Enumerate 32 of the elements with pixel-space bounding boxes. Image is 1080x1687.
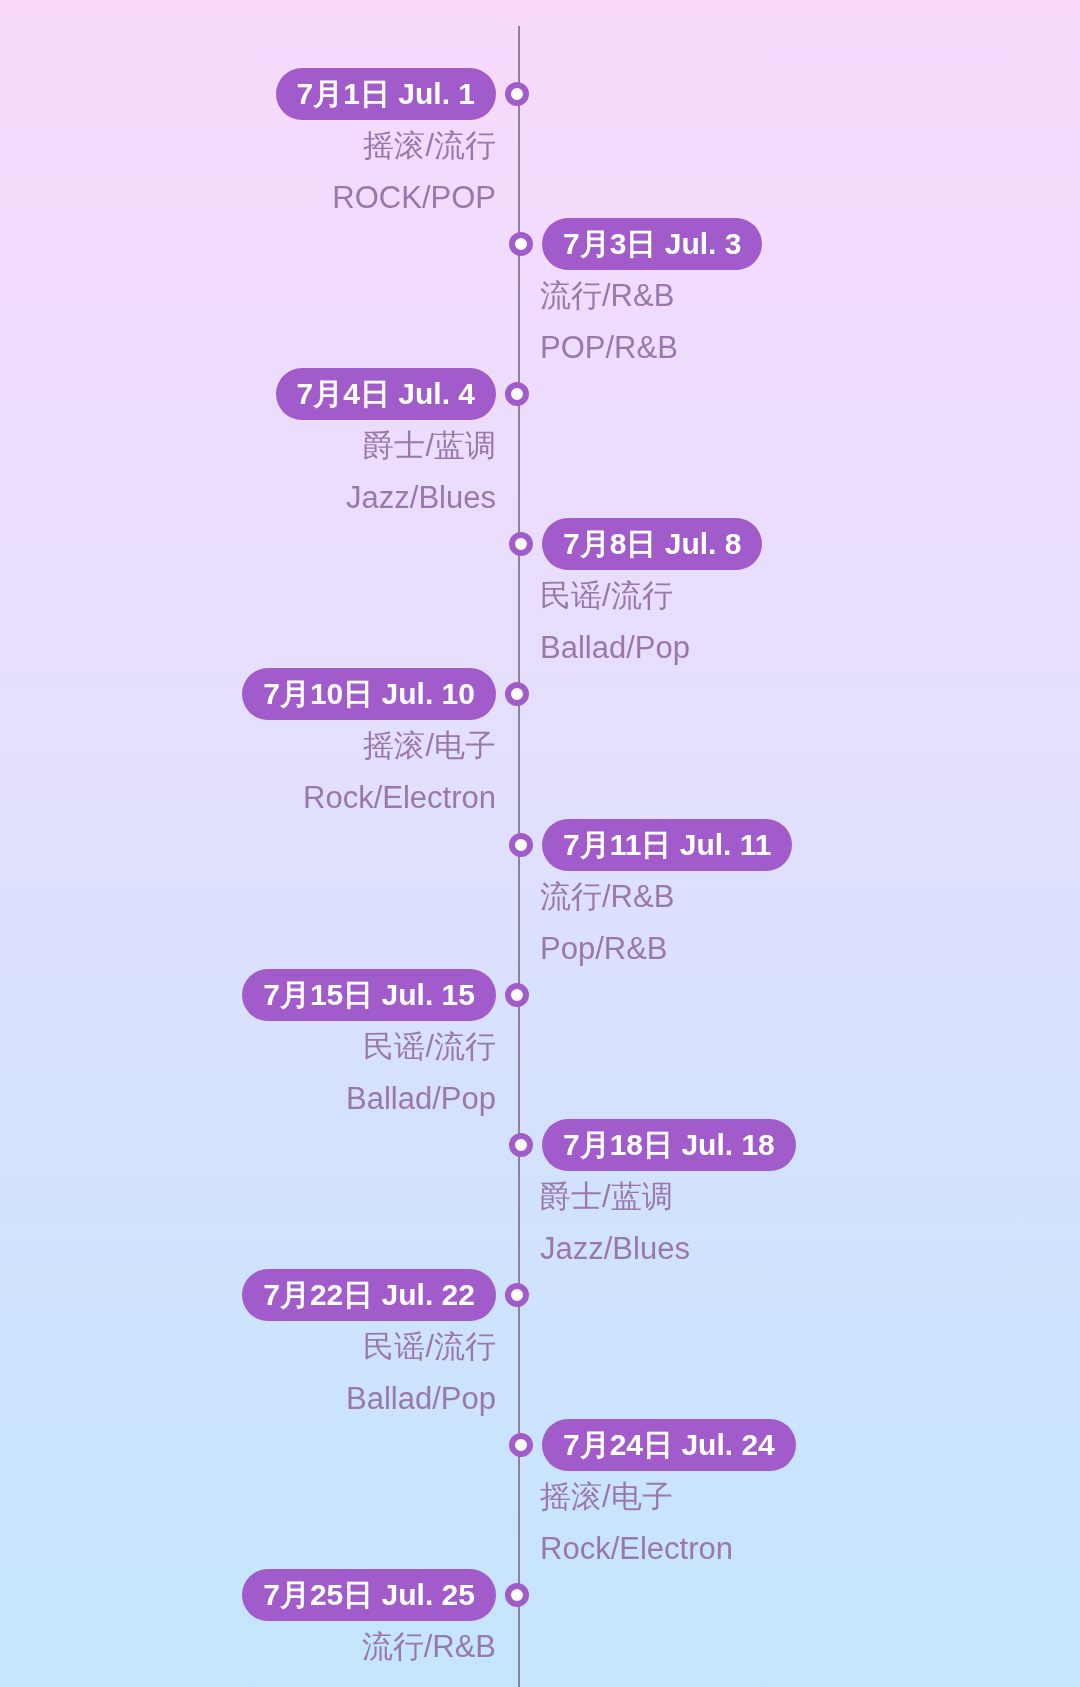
date-tag: 7月10日 Jul. 10 <box>242 668 496 720</box>
genre-label: ROCK/POP <box>332 180 496 216</box>
genre-label: 民谣/流行 <box>363 1329 496 1365</box>
genre-label: 流行/R&B <box>361 1629 496 1665</box>
genre-label: 流行/R&B <box>540 278 675 314</box>
genre-label: Ballad/Pop <box>346 1381 496 1417</box>
genre-label: 爵士/蓝调 <box>540 1179 673 1215</box>
genre-label: Rock/Electron <box>540 1531 733 1567</box>
date-tag: 7月3日 Jul. 3 <box>542 218 763 270</box>
genre-label: 爵士/蓝调 <box>363 428 496 464</box>
genre-label: Rock/Electron <box>303 780 496 816</box>
date-tag: 7月22日 Jul. 22 <box>242 1269 496 1321</box>
date-tag: 7月1日 Jul. 1 <box>275 68 496 120</box>
genre-label: 摇滚/电子 <box>363 728 496 764</box>
genre-label: Ballad/Pop <box>346 1081 496 1117</box>
date-tag: 7月18日 Jul. 18 <box>542 1119 796 1171</box>
genre-label: 民谣/流行 <box>540 578 673 614</box>
date-tag: 7月4日 Jul. 4 <box>275 368 496 420</box>
date-tag: 7月25日 Jul. 25 <box>242 1569 496 1621</box>
genre-label: 摇滚/电子 <box>540 1479 673 1515</box>
genre-label: 摇滚/流行 <box>363 128 496 164</box>
genre-label: Pop/R&B <box>540 931 668 967</box>
date-tag: 7月8日 Jul. 8 <box>542 518 763 570</box>
genre-label: POP/R&B <box>540 330 678 366</box>
genre-label: Ballad/Pop <box>540 630 690 666</box>
date-tag: 7月24日 Jul. 24 <box>542 1419 796 1471</box>
genre-label: 民谣/流行 <box>363 1029 496 1065</box>
date-tag: 7月11日 Jul. 11 <box>542 819 793 871</box>
genre-label: Jazz/Blues <box>346 480 496 516</box>
genre-label: 流行/R&B <box>540 879 675 915</box>
genre-label: Jazz/Blues <box>540 1231 690 1267</box>
date-tag: 7月15日 Jul. 15 <box>242 969 496 1021</box>
